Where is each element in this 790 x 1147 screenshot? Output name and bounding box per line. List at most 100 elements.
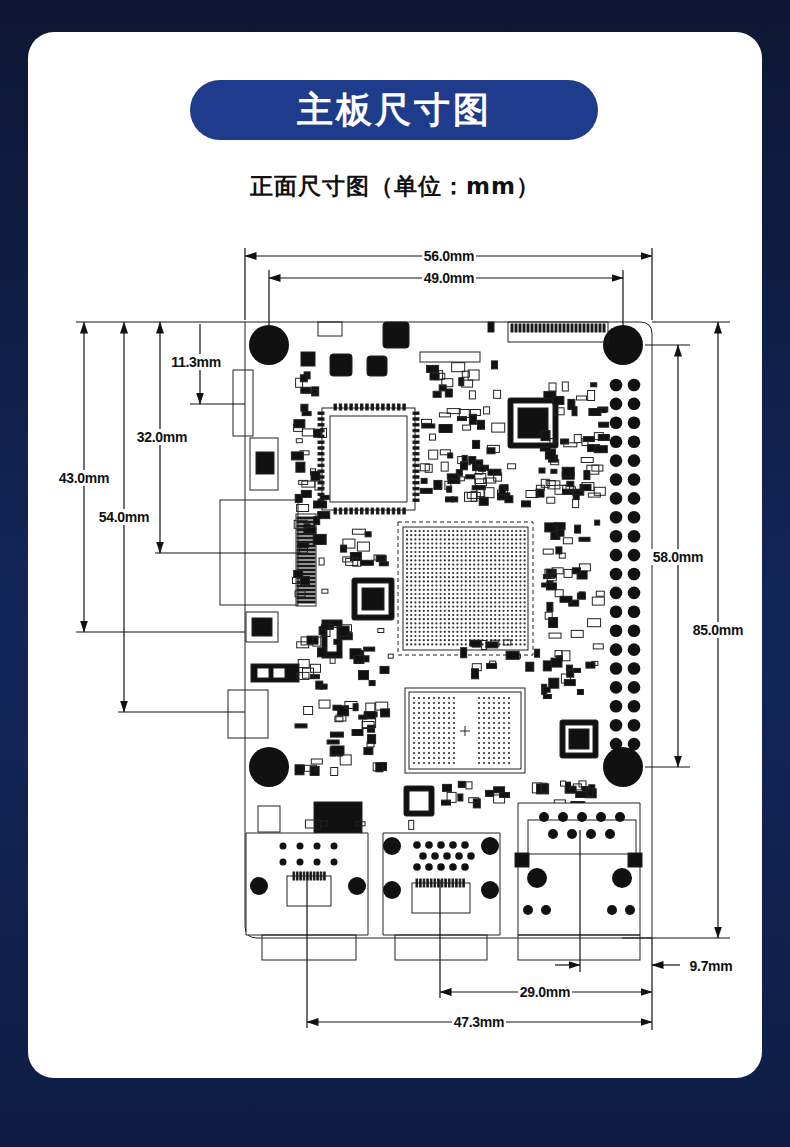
ball (452, 597, 454, 599)
ball (473, 538, 475, 540)
ball (438, 762, 440, 764)
ball (524, 572, 526, 574)
passive (459, 410, 469, 418)
ball (413, 747, 415, 749)
ball (483, 717, 485, 719)
ball (507, 547, 509, 549)
ball (486, 589, 488, 591)
ball (473, 543, 475, 545)
ball (488, 697, 490, 699)
ball (452, 601, 454, 603)
passive (545, 523, 557, 532)
ball (524, 580, 526, 582)
ball (519, 610, 521, 612)
ball (498, 618, 500, 620)
passive (446, 497, 454, 502)
ball (482, 572, 484, 574)
connector-pin (438, 879, 440, 887)
ball (406, 530, 408, 532)
component (565, 725, 593, 753)
ball (419, 585, 421, 587)
connector-pin (324, 872, 326, 880)
passive (312, 387, 319, 396)
ball (477, 610, 479, 612)
extension-line (244, 248, 245, 320)
component (367, 356, 387, 376)
ball (511, 555, 513, 557)
passive (425, 464, 432, 472)
ball (413, 742, 415, 744)
ball (435, 606, 437, 608)
chip-pin (318, 412, 324, 414)
ball (431, 606, 433, 608)
ball (507, 610, 509, 612)
pad (413, 863, 421, 871)
ball (452, 580, 454, 582)
passive (579, 564, 590, 571)
ball (456, 576, 458, 578)
chip-pin (371, 508, 373, 514)
ball (507, 597, 509, 599)
ball (486, 627, 488, 629)
ball (461, 601, 463, 603)
ball (503, 697, 505, 699)
pad (558, 812, 568, 822)
chip-pin (413, 447, 419, 449)
component (357, 583, 389, 615)
passive (532, 783, 541, 793)
chip-pin (339, 508, 341, 514)
ball (503, 762, 505, 764)
ball (483, 712, 485, 714)
header-pin (628, 454, 641, 467)
passive (470, 410, 480, 416)
ball (524, 543, 526, 545)
pad (419, 852, 427, 860)
passive (543, 661, 551, 671)
ball (410, 627, 412, 629)
ball (482, 580, 484, 582)
ball (461, 585, 463, 587)
ball (410, 547, 412, 549)
ball (519, 559, 521, 561)
side-connector (233, 370, 253, 436)
ball (511, 597, 513, 599)
ball (423, 737, 425, 739)
ball (511, 589, 513, 591)
ball (453, 707, 455, 709)
ball (469, 547, 471, 549)
ball (494, 606, 496, 608)
ball (448, 555, 450, 557)
ball (508, 727, 510, 729)
pad (625, 905, 635, 915)
ball (524, 614, 526, 616)
ball (452, 555, 454, 557)
passive (329, 621, 341, 628)
passive (442, 800, 451, 805)
passive (373, 763, 383, 771)
passive (569, 487, 575, 492)
ball (453, 722, 455, 724)
extension-line (622, 937, 730, 938)
chip-pin (382, 508, 384, 514)
dimension-label: 32.0mm (135, 429, 189, 445)
ball (519, 555, 521, 557)
ball (494, 580, 496, 582)
ball (414, 597, 416, 599)
passive (543, 549, 553, 554)
connector-pin (313, 872, 315, 880)
chip-pin (318, 441, 324, 443)
ball (486, 622, 488, 624)
chip-pin (413, 453, 419, 455)
passive (551, 658, 562, 667)
pad (297, 843, 304, 850)
passive (469, 391, 475, 399)
ball (515, 639, 517, 641)
chip-pin (318, 418, 324, 420)
chip-pin (339, 404, 341, 410)
ball (478, 727, 480, 729)
ball (423, 757, 425, 759)
ball (448, 551, 450, 553)
ball (448, 568, 450, 570)
ball (444, 601, 446, 603)
passive (452, 363, 465, 372)
